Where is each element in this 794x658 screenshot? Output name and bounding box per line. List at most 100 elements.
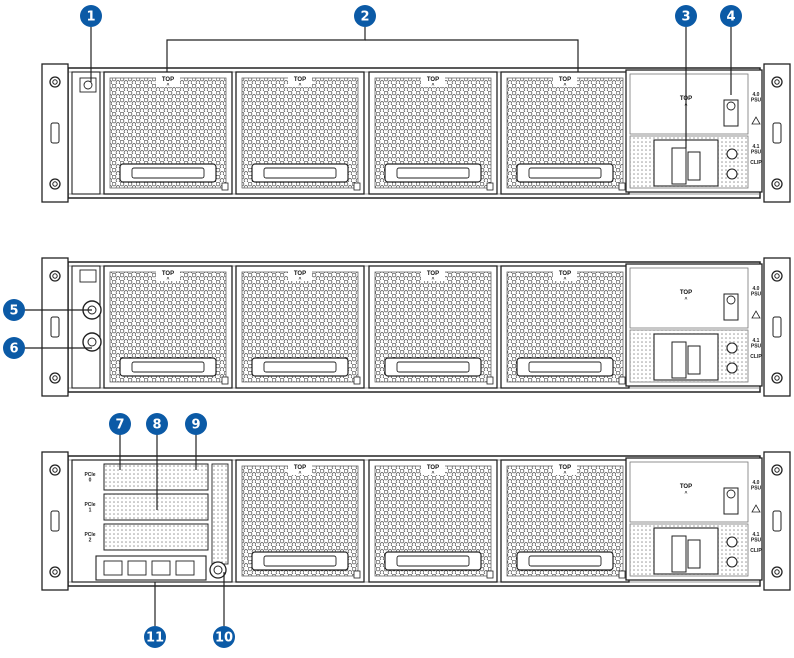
fan-latch — [618, 376, 626, 385]
fan-top-label-bg — [421, 75, 445, 87]
fan-top-arrow: ^ — [564, 471, 567, 477]
callout-9: 9 — [185, 413, 207, 435]
fan-handle-grip — [396, 167, 470, 179]
clip-label: CLIP — [750, 354, 762, 360]
fan-latch — [486, 376, 494, 385]
fan-top-arrow: ^ — [432, 277, 435, 283]
fan-top-label: TOP — [294, 77, 306, 83]
rack-ear-slot — [50, 510, 60, 532]
fan-top-label: TOP — [162, 271, 174, 277]
callout-1: 1 — [80, 5, 102, 27]
thumb-screw-inner — [213, 565, 223, 575]
front-control-panel — [71, 265, 101, 389]
fan-handle-grip — [528, 167, 602, 179]
callout-circle — [720, 5, 742, 27]
callout-circle — [3, 337, 25, 359]
fan-top-label-bg — [156, 269, 180, 281]
psu-thumbscrew-2 — [726, 168, 738, 180]
callout-number: 4 — [726, 10, 735, 25]
rack-screw-center — [774, 375, 780, 381]
fan-latch — [353, 570, 361, 579]
fan-handle-grip — [528, 361, 602, 373]
rack-screw-center — [774, 569, 780, 575]
callout-circle — [144, 626, 166, 648]
fan-top-label-bg — [553, 75, 577, 87]
callout-number: 11 — [146, 631, 164, 646]
fan-top-label-bg — [421, 463, 445, 475]
rack-ear-slot — [772, 510, 782, 532]
psu-led — [726, 489, 736, 499]
fan-latch — [486, 182, 494, 191]
leader-line — [166, 27, 366, 72]
rack-ear-slot — [50, 122, 60, 144]
psu-thumbscrew — [726, 536, 738, 548]
fan-top-label: TOP — [294, 465, 306, 471]
fan-top-label: TOP — [559, 77, 571, 83]
fan-top-label-bg — [553, 269, 577, 281]
pcie-slot-0 — [103, 463, 209, 491]
callout-number: 10 — [215, 631, 233, 646]
callout-circle — [146, 413, 168, 435]
fan-top-arrow: ^ — [564, 83, 567, 89]
clip-label: CLIP — [750, 160, 762, 166]
id-button-icon — [79, 269, 97, 283]
callout-11: 11 — [144, 626, 166, 648]
fan-latch — [353, 376, 361, 385]
fan-top-arrow: ^ — [167, 83, 170, 89]
lan-port-3 — [175, 560, 195, 576]
rack-screw-center — [52, 375, 58, 381]
callout-circle — [80, 5, 102, 27]
fan-handle-grip — [131, 167, 205, 179]
fan-handle-grip — [263, 361, 337, 373]
callout-number: 5 — [9, 304, 18, 319]
callout-8: 8 — [146, 413, 168, 435]
rack-screw-center — [774, 79, 780, 85]
psu-top-arrow: ^ — [685, 491, 688, 497]
fan-handle-grip — [263, 555, 337, 567]
fan-handle-grip — [396, 361, 470, 373]
leader-line — [365, 39, 579, 72]
callout-number: 2 — [360, 10, 369, 25]
fan-latch — [618, 570, 626, 579]
fan-latch — [221, 182, 229, 191]
rack-screw-center — [52, 273, 58, 279]
fan-top-label-bg — [553, 463, 577, 475]
rack-screw-center — [52, 467, 58, 473]
callout-5: 5 — [3, 299, 25, 321]
callout-number: 9 — [191, 418, 200, 433]
rack-screw-center — [52, 181, 58, 187]
fan-latch — [486, 570, 494, 579]
rack-ear-slot — [772, 316, 782, 338]
rack-screw-center — [774, 273, 780, 279]
rack-screw-center — [774, 467, 780, 473]
callout-6: 6 — [3, 337, 25, 359]
fan-top-label-bg — [288, 75, 312, 87]
pcie-slot-2 — [103, 523, 209, 551]
callout-circle — [354, 5, 376, 27]
rack-screw-center — [52, 569, 58, 575]
callout-circle — [675, 5, 697, 27]
rack-ear-slot — [50, 316, 60, 338]
fan-top-label: TOP — [427, 77, 439, 83]
callout-10: 10 — [213, 626, 235, 648]
lan-port-1 — [127, 560, 147, 576]
psu-plug-2 — [687, 151, 701, 181]
fan-top-label: TOP — [427, 465, 439, 471]
fan-handle-grip — [263, 167, 337, 179]
psu-plug-2 — [687, 345, 701, 375]
fan-top-label-bg — [288, 269, 312, 281]
power-button — [83, 80, 93, 90]
fan-top-arrow: ^ — [299, 471, 302, 477]
psu-plug — [671, 535, 687, 573]
fan-top-arrow: ^ — [432, 83, 435, 89]
psu-plug — [671, 341, 687, 379]
callout-number: 1 — [86, 10, 95, 25]
pcie-slot-1 — [103, 493, 209, 521]
reset-button-inner — [87, 337, 97, 347]
